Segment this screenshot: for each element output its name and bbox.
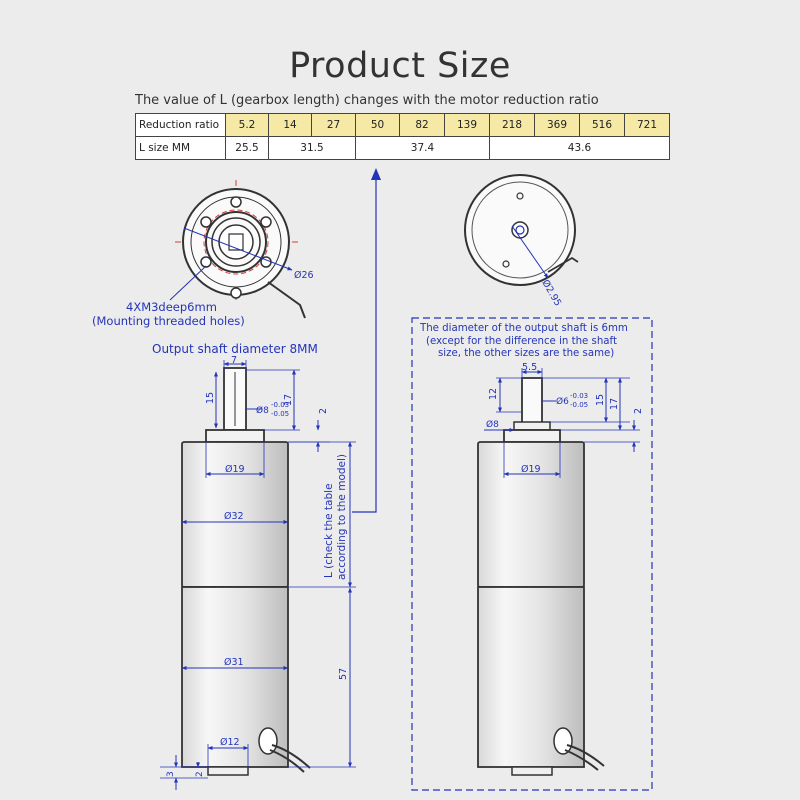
dim-19r: Ø19	[521, 464, 541, 475]
dim-2r: 2	[633, 408, 644, 414]
pointer-line	[352, 178, 377, 513]
table-cell-ratio: 516	[579, 113, 625, 137]
shaft-tol-main: Ø8	[256, 405, 269, 416]
rear-screw-top	[516, 192, 524, 200]
dim-8r: Ø8	[486, 419, 499, 430]
dim-55: 5.5	[522, 362, 537, 373]
dim-2: 2	[318, 408, 329, 414]
wire-right-2	[564, 749, 599, 771]
dim-2-bottom: 2	[195, 771, 205, 777]
shaft-tol-lower: -0.05	[271, 410, 289, 418]
dim-19: Ø19	[225, 464, 245, 475]
dim-12r: 12	[488, 388, 499, 400]
shaft-flat	[228, 233, 244, 251]
shaft-tol-upper-r: -0.03	[570, 392, 588, 400]
table-cell-ratio: 82	[399, 113, 445, 137]
wire-grommet	[258, 727, 278, 755]
motor-rear-ring	[471, 181, 569, 279]
dim-line-295	[511, 225, 549, 279]
table-row-length: L size MM 25.5 31.5 37.4 43.6	[135, 136, 670, 160]
dim-31: Ø31	[224, 657, 244, 668]
wire-grommet-right	[553, 727, 573, 755]
dim-17: 17	[283, 394, 294, 406]
boss-right	[503, 429, 561, 443]
wire-left-1	[271, 744, 311, 769]
dim-15r: 15	[595, 394, 606, 406]
table-cell-length: 37.4	[355, 136, 490, 160]
motor-wire	[267, 281, 306, 319]
table-cell-ratio: 14	[268, 113, 312, 137]
dim-32: Ø32	[224, 511, 244, 522]
reduction-ratio-table: Reduction ratio 5.2 14 27 50 82 139 218 …	[135, 113, 670, 160]
shaft-tol-lower-r: -0.05	[570, 401, 588, 409]
L-label-2: according to the model)	[336, 454, 348, 580]
shaft-title: Output shaft diameter 8MM	[152, 342, 318, 356]
wire-right-1	[566, 744, 605, 767]
bolt-circle	[203, 209, 269, 275]
left-front-view: Ø26 4XM3deep6mm (Mounting threaded holes…	[92, 180, 318, 356]
table-header-ratio: Reduction ratio	[135, 113, 226, 137]
mounting-hole	[260, 216, 272, 228]
L-label-1: L (check the table	[323, 483, 335, 578]
boss	[205, 429, 265, 443]
table-cell-ratio: 139	[444, 113, 490, 137]
shaft-tol-main-r: Ø6	[556, 396, 569, 407]
dim-295: Ø2.95	[539, 278, 563, 308]
shaft-tol-upper: -0.03	[271, 401, 289, 409]
dim-line-26	[183, 227, 293, 271]
motor-end-boss	[207, 766, 249, 776]
table-cell-ratio: 721	[624, 113, 670, 137]
note-line-1: The diameter of the output shaft is 6mm	[419, 323, 628, 334]
table-cell-ratio: 5.2	[225, 113, 269, 137]
note-line-3: size, the other sizes are the same)	[438, 348, 614, 359]
mounting-hole	[230, 196, 242, 208]
table-cell-length: 43.6	[489, 136, 670, 160]
left-side-view: 7 15 17 2 Ø8 -0.03 -0.05 Ø19 Ø32 Ø31	[160, 355, 356, 790]
dim-7: 7	[231, 355, 237, 366]
rear-shaft	[515, 225, 525, 235]
note-dashed-box	[411, 317, 653, 791]
holes-note: (Mounting threaded holes)	[92, 314, 245, 328]
right-front-view: Ø2.95	[464, 174, 579, 308]
page-subtitle: The value of L (gearbox length) changes …	[135, 93, 599, 108]
dim-26: Ø26	[294, 270, 314, 281]
table-cell-length: 25.5	[225, 136, 269, 160]
table-row-ratio: Reduction ratio 5.2 14 27 50 82 139 218 …	[135, 113, 670, 137]
dim-3: 3	[166, 771, 176, 777]
note-line-2: (except for the difference in the shaft	[426, 336, 617, 347]
mounting-hole	[200, 216, 212, 228]
shaft-collar	[513, 421, 551, 431]
dim-57: 57	[338, 668, 349, 680]
mounting-holes	[200, 196, 272, 299]
motor-end-boss-right	[511, 766, 553, 776]
table-pointer	[352, 168, 381, 513]
table-cell-ratio: 218	[489, 113, 535, 137]
rear-wire	[547, 256, 579, 273]
table-cell-length: 31.5	[268, 136, 356, 160]
dim-17r: 17	[609, 398, 620, 410]
wire-left-2	[269, 749, 305, 773]
dim-12: Ø12	[220, 737, 240, 748]
right-side-view: The diameter of the output shaft is 6mm …	[411, 317, 653, 791]
table-header-length: L size MM	[135, 136, 226, 160]
mounting-hole	[200, 256, 212, 268]
mounting-hole	[230, 287, 242, 299]
boss-inner	[211, 217, 261, 267]
boss-outer	[205, 211, 267, 273]
rear-screw-bottom	[502, 260, 510, 268]
pointer-arrowhead	[371, 168, 381, 180]
shaft-circle	[218, 224, 254, 260]
dim-15: 15	[205, 392, 216, 404]
page-title: Product Size	[289, 46, 511, 86]
holes-label: 4XM3deep6mm	[126, 300, 217, 314]
leader-holes	[169, 265, 207, 301]
